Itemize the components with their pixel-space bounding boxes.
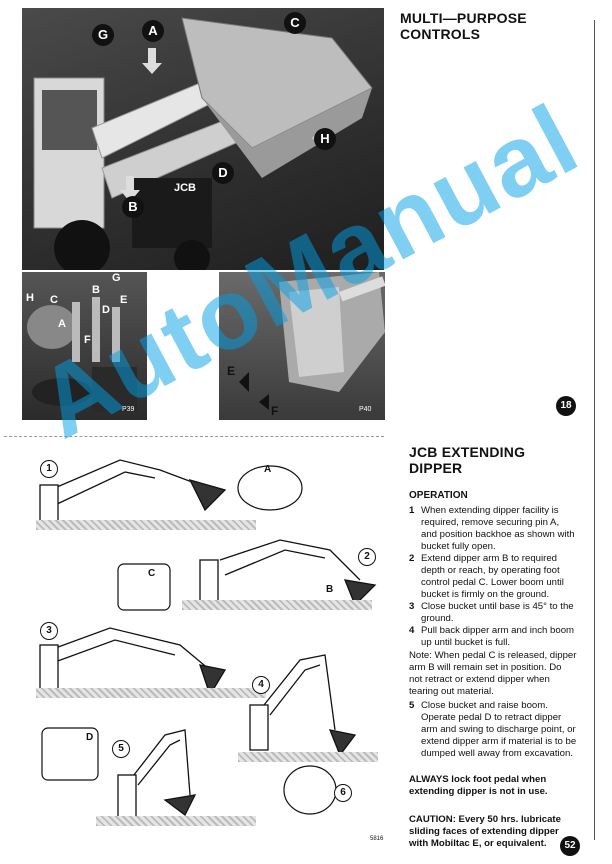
label-h: H — [314, 128, 336, 150]
ground-4 — [238, 752, 378, 762]
label-c: C — [284, 12, 306, 34]
step-2-text: Extend dipper arm B to required depth or… — [421, 553, 564, 600]
diagram-number-3: 3 — [40, 622, 58, 640]
photo-p39: H C B G E A D F P39 — [22, 272, 147, 420]
operation-heading: OPERATION — [409, 490, 468, 501]
step-3: 3 Close bucket until base is 45° to the … — [409, 601, 577, 625]
label-b: B — [122, 196, 144, 218]
ground-1 — [36, 520, 256, 530]
step-5-text: Close bucket and raise boom. Operate ped… — [421, 700, 577, 759]
diagram-number-2: 2 — [358, 548, 376, 566]
label-d: D — [212, 162, 234, 184]
diagram-code: 5816 — [370, 836, 384, 842]
step-2: 2 Extend dipper arm B to required depth … — [409, 553, 577, 601]
diagram-letter-b: B — [326, 584, 334, 595]
p40-label-e: E — [227, 364, 236, 378]
page-number: 52 — [560, 836, 580, 856]
page-title-line1: MULTI—PURPOSE — [400, 10, 527, 26]
step-4-text: Pull back dipper arm and inch boom up un… — [421, 625, 575, 648]
section-title: JCB EXTENDING DIPPER — [409, 444, 579, 476]
p39-label-c: C — [50, 294, 58, 306]
diagram-number-6: 6 — [334, 784, 352, 802]
p39-label-h: H — [26, 292, 34, 304]
diagram-number-1: 1 — [40, 460, 58, 478]
step-4-number: 4 — [409, 625, 415, 636]
dipper-illustration — [239, 272, 385, 410]
p39-label-b: B — [92, 284, 100, 296]
levers-illustration — [27, 297, 137, 412]
step-5: 5 Close bucket and raise boom. Operate p… — [409, 700, 577, 760]
label-a: A — [142, 20, 164, 42]
always-text: ALWAYS lock foot pedal when extending di… — [409, 774, 548, 797]
separator-line — [4, 436, 384, 437]
label-g: G — [92, 24, 114, 46]
section-title-line1: JCB EXTENDING — [409, 444, 526, 460]
ground-3 — [36, 688, 266, 698]
p39-caption: P39 — [122, 406, 135, 413]
backhoe-diagrams — [39, 459, 377, 821]
section-title-line2: DIPPER — [409, 460, 463, 476]
p40-label-f: F — [271, 404, 279, 418]
step-1-number: 1 — [409, 505, 415, 516]
ground-5 — [96, 816, 256, 826]
main-photo: G A C H D B JCB — [22, 8, 384, 270]
p39-label-d: D — [102, 304, 110, 316]
step-2-number: 2 — [409, 553, 415, 564]
p39-label-e: E — [120, 294, 128, 306]
diagram-number-4: 4 — [252, 676, 270, 694]
diagram-letter-c: C — [148, 568, 156, 579]
note-text: Note: When pedal C is released, dipper a… — [409, 650, 577, 697]
diagram-letter-d: D — [86, 732, 94, 743]
ground-2 — [182, 600, 372, 610]
p39-label-g: G — [112, 272, 121, 284]
p40-caption: P40 — [359, 406, 372, 413]
machine-text: JCB — [174, 182, 197, 194]
page-title: MULTI—PURPOSE CONTROLS — [400, 10, 585, 42]
p39-label-f: F — [84, 334, 91, 346]
caution-text: CAUTION: Every 50 hrs. lubricate sliding… — [409, 814, 561, 849]
photo-p40: E F P40 — [219, 272, 385, 420]
step-3-number: 3 — [409, 601, 415, 612]
step-1-text: When extending dipper facility is requir… — [421, 505, 575, 552]
right-edge-marks — [594, 20, 609, 840]
figure-number: 18 — [556, 396, 576, 416]
step-1: 1 When extending dipper facility is requ… — [409, 505, 577, 553]
diagram-number-5: 5 — [112, 740, 130, 758]
step-5-number: 5 — [409, 700, 415, 711]
diagram-letter-a: A — [264, 464, 272, 475]
p39-label-a: A — [58, 318, 66, 330]
step-4: 4 Pull back dipper arm and inch boom up … — [409, 625, 577, 649]
page-title-line2: CONTROLS — [400, 26, 481, 42]
step-3-text: Close bucket until base is 45° to the gr… — [421, 601, 574, 624]
